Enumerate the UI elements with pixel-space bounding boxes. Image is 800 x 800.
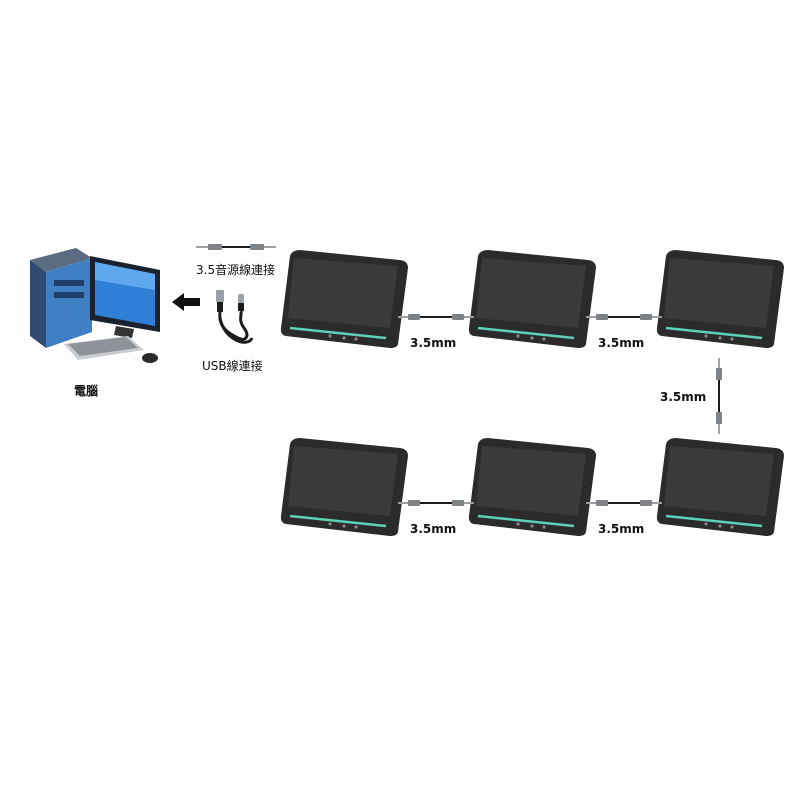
speakerphone-1 — [280, 250, 408, 348]
speakerphone-3 — [656, 250, 784, 348]
link-cable-5-6 — [586, 500, 662, 506]
link-cable-3-6 — [716, 358, 722, 434]
speakerphone-5 — [468, 438, 596, 536]
link-cable-4-5 — [398, 500, 474, 506]
link-label-2-3: 3.5mm — [598, 336, 645, 350]
audio-cable-icon — [196, 244, 276, 250]
usb-cable-icon — [216, 290, 254, 344]
usb-cable-label: USB線連接 — [202, 359, 263, 373]
arrow-left-icon — [172, 293, 200, 311]
link-label-3-6: 3.5mm — [660, 390, 707, 404]
computer-icon — [30, 248, 160, 363]
speakerphone-4 — [280, 438, 408, 536]
speakerphone-2 — [468, 250, 596, 348]
link-cable-2-3 — [586, 314, 662, 320]
audio-cable-label: 3.5音源線連接 — [196, 263, 276, 277]
link-label-1-2: 3.5mm — [410, 336, 457, 350]
link-label-4-5: 3.5mm — [410, 522, 457, 536]
speakerphone-6 — [656, 438, 784, 536]
link-cable-1-2 — [398, 314, 474, 320]
computer-label: 電腦 — [74, 384, 99, 398]
link-label-5-6: 3.5mm — [598, 522, 645, 536]
